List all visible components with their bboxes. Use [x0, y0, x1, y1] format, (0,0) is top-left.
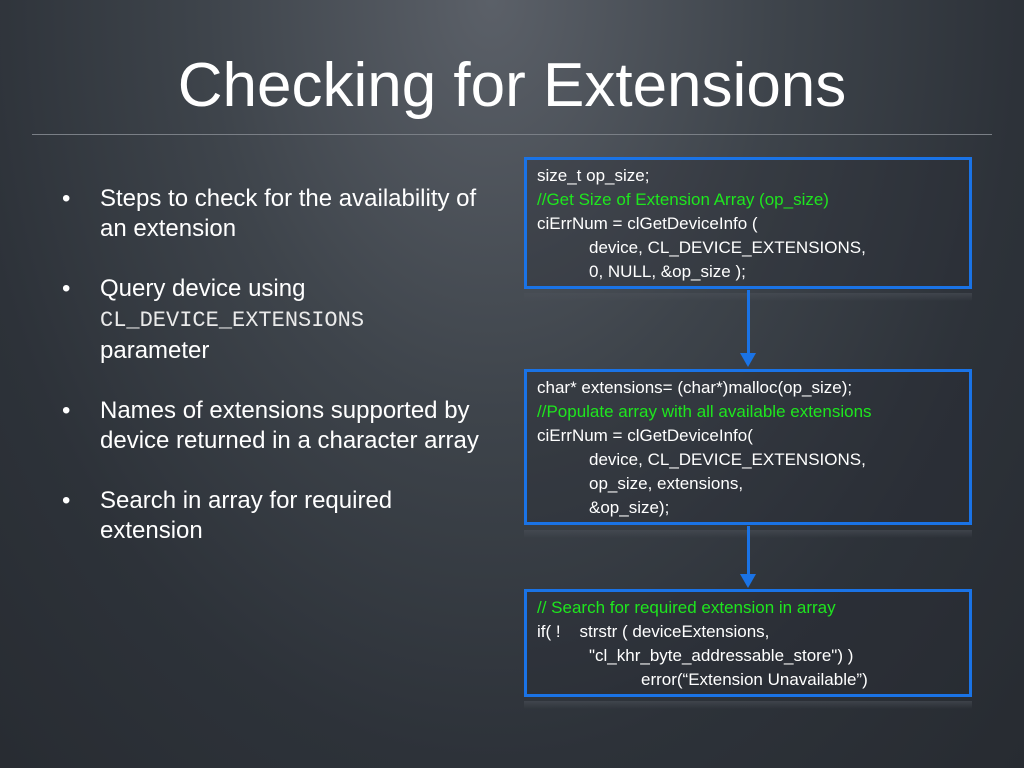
flow-arrow-line — [747, 290, 750, 354]
code-line: if( ! strstr ( deviceExtensions, — [537, 622, 770, 641]
code-line: char* extensions= (char*)malloc(op_size)… — [537, 378, 853, 397]
bullet-text: Steps to check for the availability of a… — [100, 185, 477, 242]
code-line: op_size, extensions, — [589, 474, 744, 493]
code-block-get-size: size_t op_size; //Get Size of Extension … — [524, 157, 972, 289]
code-line: size_t op_size; — [537, 166, 650, 185]
bullet-item: • Steps to check for the availability of… — [60, 184, 480, 244]
arrow-down-icon — [740, 353, 756, 367]
bullet-text: Query device using — [100, 275, 306, 302]
code-line: device, CL_DEVICE_EXTENSIONS, — [589, 238, 866, 257]
code-line: 0, NULL, &op_size ); — [589, 262, 746, 281]
code-line: &op_size); — [589, 498, 670, 517]
bullet-text: parameter — [100, 337, 210, 364]
flow-arrow-line — [747, 526, 750, 576]
slide-title: Checking for Extensions — [177, 51, 847, 120]
code-line: ciErrNum = clGetDeviceInfo( — [537, 426, 753, 445]
bullet-dot-icon: • — [62, 185, 71, 212]
bullet-text: Names of extensions supported by device … — [100, 397, 479, 454]
code-block-search: // Search for required extension in arra… — [524, 589, 972, 697]
bullet-dot-icon: • — [62, 275, 71, 302]
code-comment: //Populate array with all available exte… — [537, 402, 872, 421]
arrow-down-icon — [740, 574, 756, 588]
code-line: error(“Extension Unavailable”) — [641, 670, 868, 689]
bullet-item: • Query device using CL_DEVICE_EXTENSION… — [60, 274, 480, 366]
bullet-list: • Steps to check for the availability of… — [60, 184, 480, 576]
bullet-item: • Names of extensions supported by devic… — [60, 396, 480, 456]
code-comment: //Get Size of Extension Array (op_size) — [537, 190, 829, 209]
bullet-item: • Search in array for required extension — [60, 486, 480, 546]
box-reflection — [524, 701, 972, 709]
bullet-dot-icon: • — [62, 487, 71, 514]
code-line: "cl_khr_byte_addressable_store") ) — [589, 646, 854, 665]
code-block-populate: char* extensions= (char*)malloc(op_size)… — [524, 369, 972, 525]
code-line: device, CL_DEVICE_EXTENSIONS, — [589, 450, 866, 469]
bullet-code: CL_DEVICE_EXTENSIONS — [100, 308, 365, 333]
code-line: ciErrNum = clGetDeviceInfo ( — [537, 214, 758, 233]
bullet-dot-icon: • — [62, 397, 71, 424]
title-divider — [32, 134, 992, 135]
code-comment: // Search for required extension in arra… — [537, 598, 836, 617]
bullet-text: Search in array for required extension — [100, 487, 393, 544]
